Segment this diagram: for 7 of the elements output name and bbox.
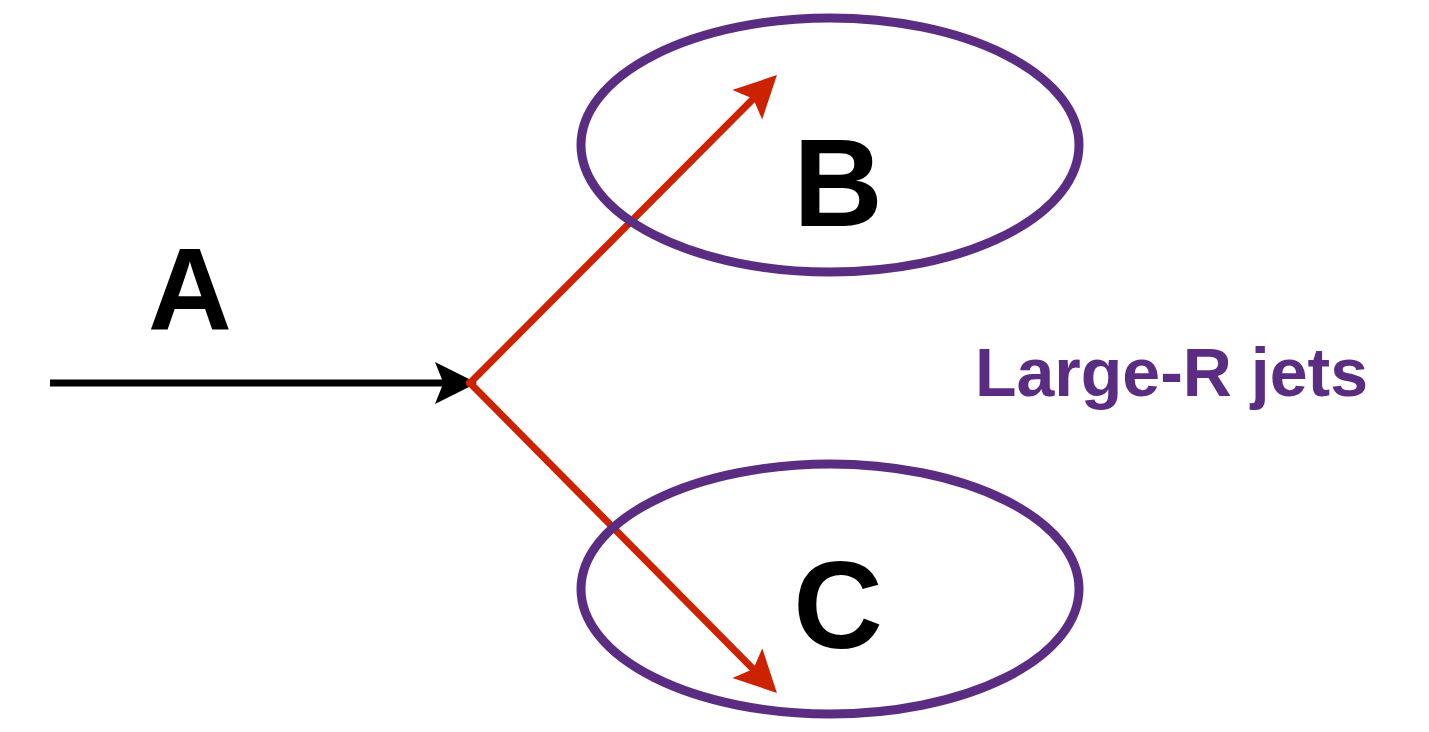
edge-label: A xyxy=(148,232,232,348)
jet-ellipse xyxy=(575,458,1085,720)
arrow xyxy=(467,380,777,693)
node-label: B xyxy=(793,121,883,245)
arrow xyxy=(467,75,777,386)
jet-ellipse xyxy=(575,12,1085,278)
node-label: C xyxy=(793,543,883,667)
